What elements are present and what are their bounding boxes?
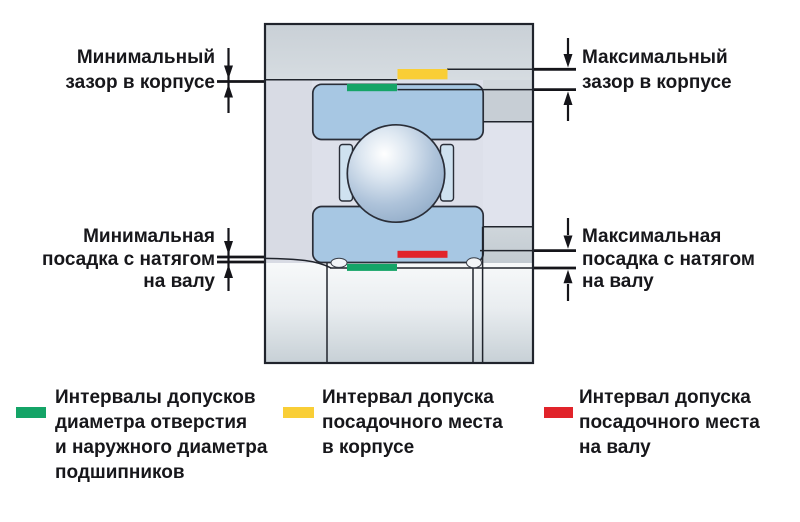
label-line: Минимальная [83,226,215,247]
legend-line: Интервалы допусков [55,387,256,408]
legend-line: диаметра отверстия [55,412,248,433]
inner-ring-left-chamfer [330,257,348,268]
housing-shoulder [483,89,533,122]
label-line: на валу [143,271,215,292]
legend-line: подшипников [55,462,185,483]
leader-lines [217,67,576,270]
legend-swatch-red [544,407,573,418]
label-line: посадка с натягом [582,248,755,270]
dimension-arrows [224,38,573,301]
shaft-shoulder [483,226,533,263]
outer-diameter-tolerance-bar [347,83,397,92]
legend-swatch-yellow [283,407,314,418]
label-min-shaft-interference: Минимальная посадка с натягом на валу [8,226,215,294]
legend-item-housing-seat-tolerance: Интервал допуска посадочного места в кор… [322,385,552,460]
housing-seat-tolerance-bar [397,69,448,80]
legend-item-bearing-diameter-tolerances: Интервалы допусков диаметра отверстия и … [55,385,300,485]
shaft-seat-tolerance-bar [397,250,448,258]
section-lines [264,68,533,363]
label-line: Максимальный [582,47,728,68]
bore-diameter-tolerance-bar [347,263,397,271]
label-line: на валу [582,271,654,292]
label-line: зазор в корпусе [582,72,732,93]
legend-line: в корпусе [322,437,415,458]
label-min-housing-clearance: Минимальный зазор в корпусе [8,45,215,95]
ball [346,123,446,224]
legend-swatch-green [16,407,46,418]
label-line: Максимальная [582,226,722,247]
label-line: Минимальный [76,47,215,68]
label-line: зазор в корпусе [65,72,215,93]
label-max-housing-clearance: Максимальный зазор в корпусе [582,45,797,95]
legend-line: Интервал допуска [579,387,751,408]
shaft-block [265,263,533,363]
inner-ring-right-chamfer [466,257,482,269]
section-outline [263,22,535,365]
legend-line: Интервал допуска [322,387,494,408]
label-max-shaft-interference: Максимальная посадка с натягом на валу [582,226,797,294]
left-strip [265,80,312,263]
legend-line: и наружного диаметра [55,437,268,458]
label-line: посадка с натягом [42,248,215,270]
legend-line: на валу [579,437,651,458]
legend-line: посадочного места [322,412,503,433]
right-gap-strip [483,121,533,227]
housing-max-bore-band [447,80,533,90]
legend-item-shaft-seat-tolerance: Интервал допуска посадочного места на ва… [579,385,794,460]
legend-line: посадочного места [579,412,760,433]
